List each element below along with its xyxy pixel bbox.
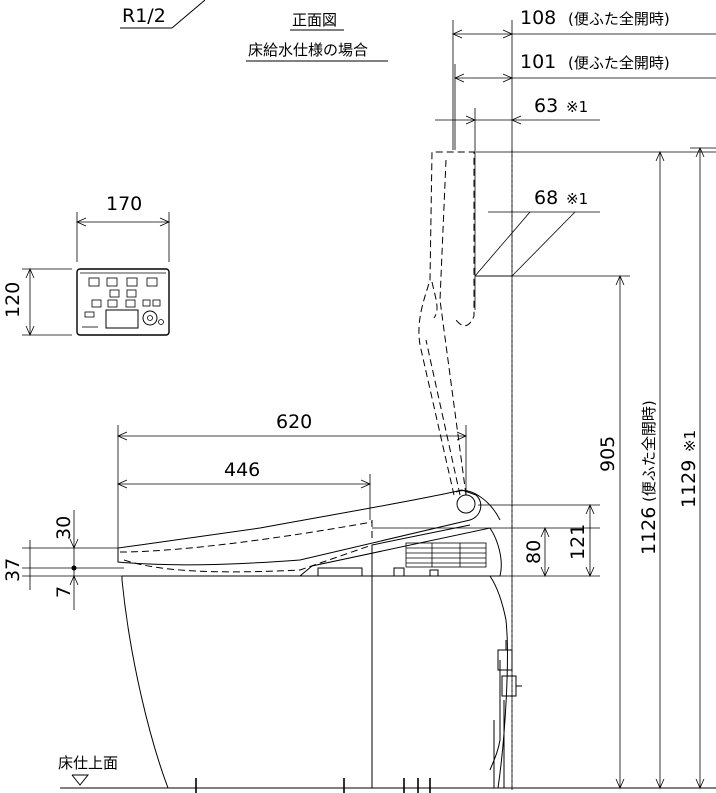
dim-121-value: 121 [567, 524, 589, 560]
dim-remote-width: 170 [76, 193, 170, 262]
dim-7-value: 7 [53, 586, 75, 598]
hinge-icon [456, 494, 476, 514]
dim-446-value: 446 [224, 459, 260, 481]
dim-37-value: 37 [2, 558, 24, 582]
remote-button-icon [126, 277, 138, 287]
dim-905-value: 905 [597, 436, 619, 472]
dim-1126: 1126 (便ふた全開時) [476, 151, 716, 789]
dim-620-value: 620 [276, 411, 312, 433]
remote-control [76, 268, 170, 336]
dim-80-121: 80 121 [372, 504, 600, 577]
remote-dial-icon [142, 310, 158, 326]
dim-620: 620 [117, 411, 467, 548]
remote-button-icon [106, 277, 118, 287]
remote-button-icon [152, 299, 161, 307]
dim-68-mark: ※1 [566, 190, 588, 208]
vent-grille [405, 542, 487, 568]
remote-width-value: 170 [106, 193, 142, 215]
dim-80-value: 80 [523, 540, 545, 564]
floor-label: 床仕上面 [58, 754, 118, 772]
remote-button-icon [125, 299, 136, 308]
dim-108-value: 108 [520, 7, 556, 29]
dim-68: 68 ※1 [474, 187, 600, 277]
nozzle-cover [317, 567, 363, 577]
dim-101: 101 (便ふた全開時) [454, 51, 716, 150]
view-subtitle: 床給水仕様の場合 [248, 41, 368, 59]
floor-level-triangle-icon [71, 774, 90, 786]
remote-height-value: 120 [2, 282, 24, 318]
dim-1126-note: (便ふた全開時) [640, 400, 658, 502]
remote-button-icon [109, 289, 120, 298]
dim-1129-mark: ※1 [681, 430, 699, 452]
dim-68-value: 68 [534, 187, 558, 209]
toilet-body: 床仕上面 [58, 151, 716, 793]
thread-leader [171, 0, 206, 29]
dim-1129-value: 1129 [678, 460, 700, 508]
remote-button-icon [142, 299, 151, 307]
dim-remote-height: 120 [2, 268, 72, 336]
dim-left-heights: 30 37 7 [2, 510, 124, 610]
dim-108-note: (便ふた全開時) [568, 10, 670, 28]
dim-1129: 1129 ※1 [678, 147, 716, 789]
remote-display [105, 309, 139, 329]
dim-1126-value: 1126 [638, 507, 660, 555]
dim-108: 108 (便ふた全開時) [452, 7, 716, 790]
dim-905: 905 [476, 275, 630, 789]
remote-button-icon [146, 277, 158, 287]
dim-63-mark: ※1 [566, 98, 588, 116]
dim-101-value: 101 [520, 51, 556, 73]
remote-button-icon [91, 299, 102, 308]
dim-63: 63 ※1 [435, 95, 600, 310]
remote-button-icon [107, 299, 118, 308]
dim-30-value: 30 [53, 516, 75, 540]
thread-label: R1/2 [122, 5, 166, 27]
dim-63-value: 63 [534, 95, 558, 117]
view-title: 正面図 [292, 11, 337, 29]
remote-button-icon [88, 277, 100, 287]
dim-101-note: (便ふた全開時) [568, 54, 670, 72]
dim-446: 446 [117, 459, 371, 520]
remote-button-icon [126, 289, 137, 298]
water-supply-valve [489, 640, 522, 788]
